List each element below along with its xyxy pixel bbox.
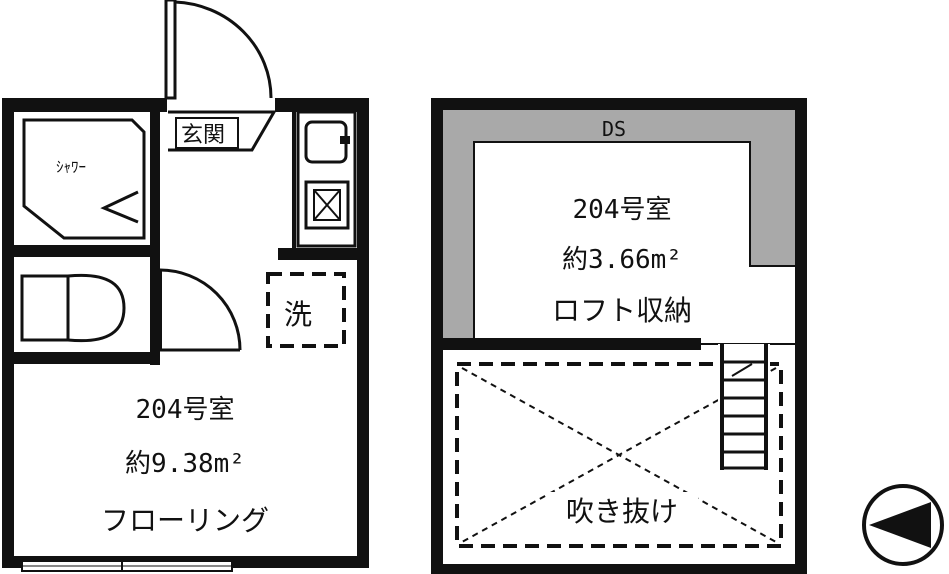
duct-space (443, 110, 795, 338)
duct-space-outline (473, 141, 795, 338)
shower-wall-right (150, 112, 160, 247)
kitchen-wall-bottom (278, 248, 358, 260)
kitchen-faucet-icon (340, 136, 350, 144)
void-area (455, 362, 783, 548)
main-room-number: 204号室 (136, 395, 235, 425)
shower-label: ｼｬﾜｰ (56, 158, 86, 176)
shower-outline (22, 118, 146, 240)
duct-label: DS (602, 117, 626, 141)
washer-label: 洗 (284, 298, 312, 331)
main-room-area: 約9.38m² (125, 449, 245, 479)
toilet-wall-right (150, 257, 160, 365)
shower-toilet-divider (14, 245, 160, 257)
stove-inner (313, 189, 341, 221)
kitchen-wall-left (292, 112, 296, 252)
entrance-label-box (175, 117, 239, 149)
washer-area (266, 272, 346, 348)
main-window (21, 560, 233, 572)
toilet-bowl (20, 273, 126, 343)
loft-outer-wall (431, 98, 807, 574)
compass-arrow (869, 502, 931, 548)
stove-cross-2 (313, 189, 341, 221)
void-label-bg (548, 492, 698, 528)
main-outer-wall-right (357, 98, 369, 568)
loft-ladder (718, 344, 770, 472)
entrance-door (164, 0, 273, 100)
entrance-step (168, 110, 277, 152)
toilet-door (158, 268, 242, 352)
toilet-wall-bottom (14, 352, 160, 364)
void-label: 吹き抜け (566, 495, 678, 528)
stove-outer (304, 180, 350, 230)
main-floor-type: フローリング (101, 504, 269, 537)
main-outer-wall-top-left (2, 98, 167, 112)
main-floor-plan: ｼｬﾜｰ 玄関 洗 204号室 約9.38m² (2, 0, 369, 572)
entrance-door-leaf (164, 0, 177, 100)
ladder-arrow (731, 363, 753, 377)
loft-room-number: 204号室 (573, 195, 672, 225)
loft-area: 約3.66m² (562, 245, 682, 275)
loft-usage: ロフト収納 (552, 294, 692, 327)
toilet-door-swing (159, 268, 242, 351)
main-outer-wall-top-right (275, 98, 369, 112)
main-outer-wall-left (2, 98, 14, 568)
entrance-label: 玄関 (181, 123, 225, 148)
shower-drain-mark (100, 190, 139, 224)
loft-plan: DS 204号室 約3.66m² ロフト収納 吹き抜け (431, 98, 807, 574)
loft-floor-edge (443, 338, 701, 350)
north-arrow-icon (862, 484, 944, 566)
entrance-door-swing (174, 0, 273, 99)
